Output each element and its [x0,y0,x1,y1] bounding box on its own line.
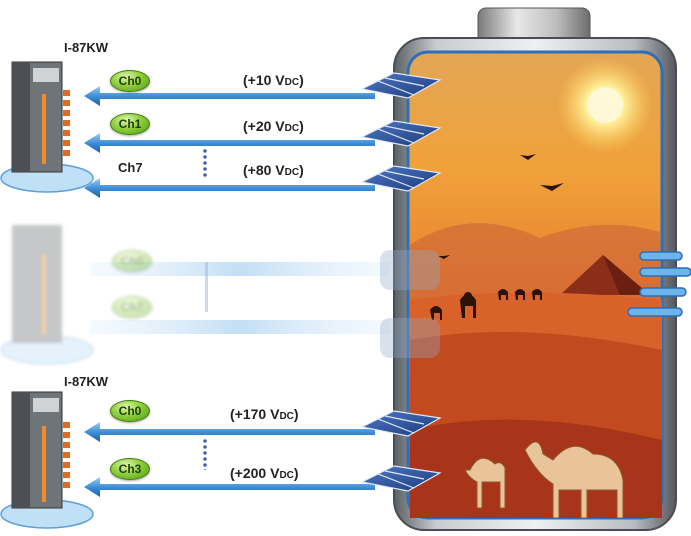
arrow-ch1-top [84,133,375,153]
faded-channel-bubble: Ch0 [112,250,152,272]
arrow-ch7-top [84,178,375,198]
voltage-label-ch3-bottom: (+200 VDC) [230,465,299,481]
i87kw-module-top [0,61,94,193]
solar-panel [360,165,442,192]
voltage-label-ch7: (+80 VDC) [243,162,304,178]
arrow-ch0-bottom [84,422,375,442]
voltage-label-ch0: (+10 VDC) [243,72,304,88]
faded-module [0,225,94,365]
faded-channel-bubble: Ch7 [112,296,152,318]
faded-arrow-1 [90,262,390,276]
arrow-ch3-bottom [84,477,375,497]
continuation-dots [203,148,207,178]
battery-illustration [393,7,691,531]
channel-label-ch7: Ch7 [118,160,143,175]
i87kw-module-bottom [0,391,94,529]
continuation-dots [203,438,207,470]
solar-panel [360,120,442,147]
arrow-ch0-top [84,86,375,106]
solar-panel [360,72,442,99]
voltage-label-ch1: (+20 VDC) [243,118,304,134]
solar-panel [360,465,442,492]
channel-bubble-ch1: Ch1 [110,113,150,135]
solar-panel [360,410,442,437]
channel-bubble-ch0: Ch0 [110,400,150,422]
faded-arrow-2 [90,320,390,334]
channel-bubble-ch3: Ch3 [110,458,150,480]
channel-bubble-ch0: Ch0 [110,70,150,92]
voltage-label-ch0-bottom: (+170 VDC) [230,406,299,422]
module-title-top: I-87KW [64,40,109,55]
module-title-bottom: I-87KW [64,374,109,389]
